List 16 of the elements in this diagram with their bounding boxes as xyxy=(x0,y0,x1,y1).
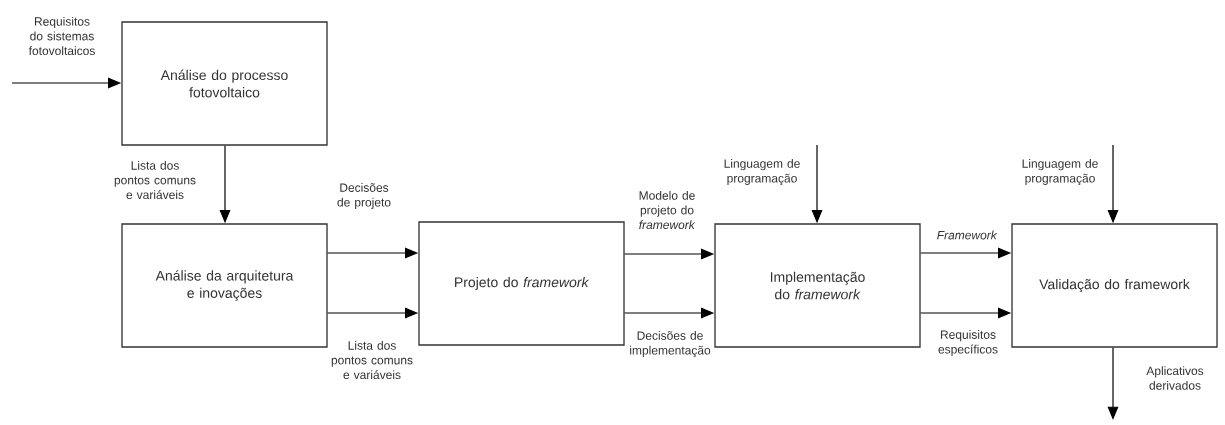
edge-label: Requisitos específicos xyxy=(938,330,998,356)
edge-label: Linguagem de programação xyxy=(724,159,800,185)
edge-label: Lista dos pontos comuns e variáveis xyxy=(114,160,196,200)
process-box: Validação do framework xyxy=(1011,223,1218,348)
edge-label: Requisitos do sistemas fotovoltaicos xyxy=(28,16,95,56)
edge-label: Aplicativos derivados xyxy=(1146,366,1204,390)
edge-label: Linguagem de programação xyxy=(1022,159,1098,185)
process-box: Projeto do framework xyxy=(418,221,625,346)
edge-label: Framework xyxy=(937,230,998,240)
edge-label: Decisões de implementação xyxy=(630,331,711,357)
process-box: Implementação do framework xyxy=(714,223,921,348)
edge-label: Decisões de projeto xyxy=(337,183,391,209)
process-box: Análise da arquitetura e inovações xyxy=(121,223,328,348)
process-box: Análise do processo fotovoltaico xyxy=(121,21,328,146)
edge-label: Modelo de projeto do framework xyxy=(639,190,696,230)
edge-label: Lista dos pontos comuns e variáveis xyxy=(331,340,413,380)
